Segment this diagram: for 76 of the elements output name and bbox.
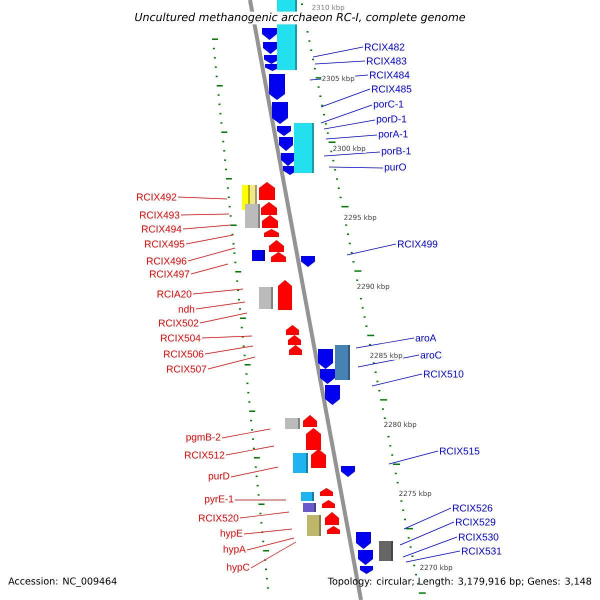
leader-line — [178, 196, 228, 200]
gene-label: RCIA20 — [158, 290, 192, 298]
gene-label: RCIX495 — [145, 240, 184, 248]
gene-label: purD — [208, 472, 230, 482]
gene-label: RCIX504 — [161, 334, 200, 342]
gene-label: pgmB-2 — [186, 433, 220, 443]
leader-line — [356, 338, 414, 348]
gene-label: porA-1 — [378, 130, 408, 140]
leader-line — [346, 244, 396, 256]
leader-line — [328, 166, 384, 168]
gene-label: RCIX493 — [140, 211, 180, 219]
leader-line — [400, 522, 454, 546]
gene-label: RCIX515 — [440, 447, 480, 455]
leader-line — [240, 512, 290, 518]
leader-line — [314, 60, 366, 64]
gene-label: porB-1 — [382, 148, 411, 156]
gene-label: RCIX485 — [372, 85, 412, 93]
leader-line — [202, 336, 252, 338]
gene-label: RCIX483 — [367, 57, 406, 65]
gene-label: RCIX526 — [453, 504, 492, 512]
gene-label: hypC — [227, 563, 250, 573]
leader-line — [226, 446, 274, 456]
leader-line — [326, 134, 378, 140]
leader-line — [192, 288, 244, 294]
gene-label: RCIX497 — [150, 270, 190, 278]
leader-line — [180, 214, 230, 216]
gene-label: RCIX530 — [459, 533, 498, 541]
leader-line — [230, 466, 278, 478]
leader-line — [244, 528, 292, 534]
leader-line — [324, 152, 380, 156]
gene-label: RCIX520 — [199, 514, 238, 522]
gene-label: RCIX512 — [185, 451, 224, 459]
accession-text: Accession: NC_009464 — [8, 577, 117, 587]
leader-line — [190, 264, 228, 274]
leader-line — [320, 104, 372, 124]
leader-line — [200, 312, 248, 324]
leader-line — [208, 356, 256, 370]
leader-line — [312, 46, 364, 58]
summary-text: Topology: circular; Length: 3,179,916 bp; Genes: 3,148 — [328, 577, 592, 587]
leader-line — [404, 508, 452, 530]
leader-line — [222, 428, 270, 438]
gene-label: aroA — [416, 334, 436, 342]
title: Uncultured methanogenic archaeon RC-I, complete genome — [134, 12, 466, 24]
gene-label: RCIX529 — [456, 518, 496, 526]
gene-label: hypE — [220, 529, 242, 539]
gene-label: RCIX484 — [370, 71, 410, 79]
leader-line — [182, 224, 232, 230]
gene-label: aroC — [420, 351, 442, 359]
gene-label: RCIX492 — [137, 193, 176, 201]
gene-label: hypA — [224, 545, 246, 555]
gene-label: RCIX499 — [398, 240, 438, 248]
gene-label: RCIX494 — [142, 225, 182, 233]
leader-line — [324, 120, 376, 130]
gene-label: RCIX506 — [164, 350, 204, 358]
leader-line — [188, 248, 236, 262]
leader-line — [320, 88, 370, 108]
gene-label: RCIX531 — [462, 547, 502, 555]
leader-line — [204, 346, 254, 354]
gene-label: RCIX502 — [159, 319, 198, 327]
leader-line — [406, 550, 460, 562]
gene-label: RCIX496 — [147, 257, 186, 265]
leader-line — [388, 450, 438, 464]
gene-label: RCIX510 — [424, 370, 464, 378]
leader-line — [250, 542, 296, 568]
leader-line — [246, 538, 294, 550]
gene-label: RCIX482 — [365, 43, 404, 51]
gene-label: ndh — [178, 305, 194, 313]
gene-label: porC-1 — [374, 100, 404, 110]
gene-label: purO — [384, 163, 406, 173]
gene-label: pyrE-1 — [205, 496, 234, 504]
gene-label: RCIX507 — [167, 365, 206, 373]
gene-label: porD-1 — [376, 116, 406, 124]
leader-line — [196, 302, 246, 310]
leader-line — [402, 536, 458, 558]
leader-line — [372, 374, 422, 386]
leader-line — [186, 234, 234, 244]
